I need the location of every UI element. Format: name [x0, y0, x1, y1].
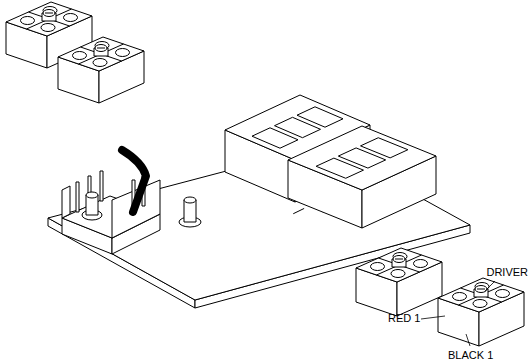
terminal-screw [43, 10, 55, 17]
black-wire [122, 150, 146, 212]
relay-window [361, 138, 408, 158]
terminal-hole [496, 290, 510, 298]
screw-slot [395, 259, 403, 260]
leader-line [466, 334, 470, 346]
part-label: DRIVER [486, 266, 528, 279]
relay-box [288, 126, 436, 190]
board-trace [293, 208, 304, 213]
part-label: BLACK 1 [448, 349, 493, 362]
leader-line [485, 281, 495, 291]
terminal-screw [393, 256, 405, 263]
terminal-hole [453, 293, 467, 301]
socket-post [86, 192, 98, 198]
screw-slot [477, 289, 485, 290]
connector-pin [100, 171, 103, 201]
terminal-hole [21, 17, 35, 25]
terminal-hole [414, 260, 428, 268]
terminal-hole [391, 270, 405, 278]
terminal-hole [41, 24, 55, 32]
terminal-hole [64, 14, 78, 22]
part-label: RED 1 [388, 312, 420, 325]
leader-line [421, 316, 445, 319]
terminal-hole [93, 59, 107, 67]
screw-post [184, 197, 196, 203]
terminal-hole [371, 263, 385, 271]
terminal-block [356, 248, 442, 282]
screw-slot [97, 48, 105, 49]
screw-slot [45, 13, 53, 14]
terminal-hole [116, 49, 130, 57]
connector-pin [76, 182, 79, 212]
terminal-screw [95, 45, 107, 52]
terminal-hole [73, 52, 87, 60]
terminal-block [6, 2, 92, 36]
terminal-screw [475, 286, 487, 293]
terminal-block [438, 278, 524, 312]
terminal-block [58, 37, 144, 71]
bracket-wall [62, 186, 70, 218]
terminal-hole [473, 300, 487, 308]
relay-window [297, 107, 343, 127]
